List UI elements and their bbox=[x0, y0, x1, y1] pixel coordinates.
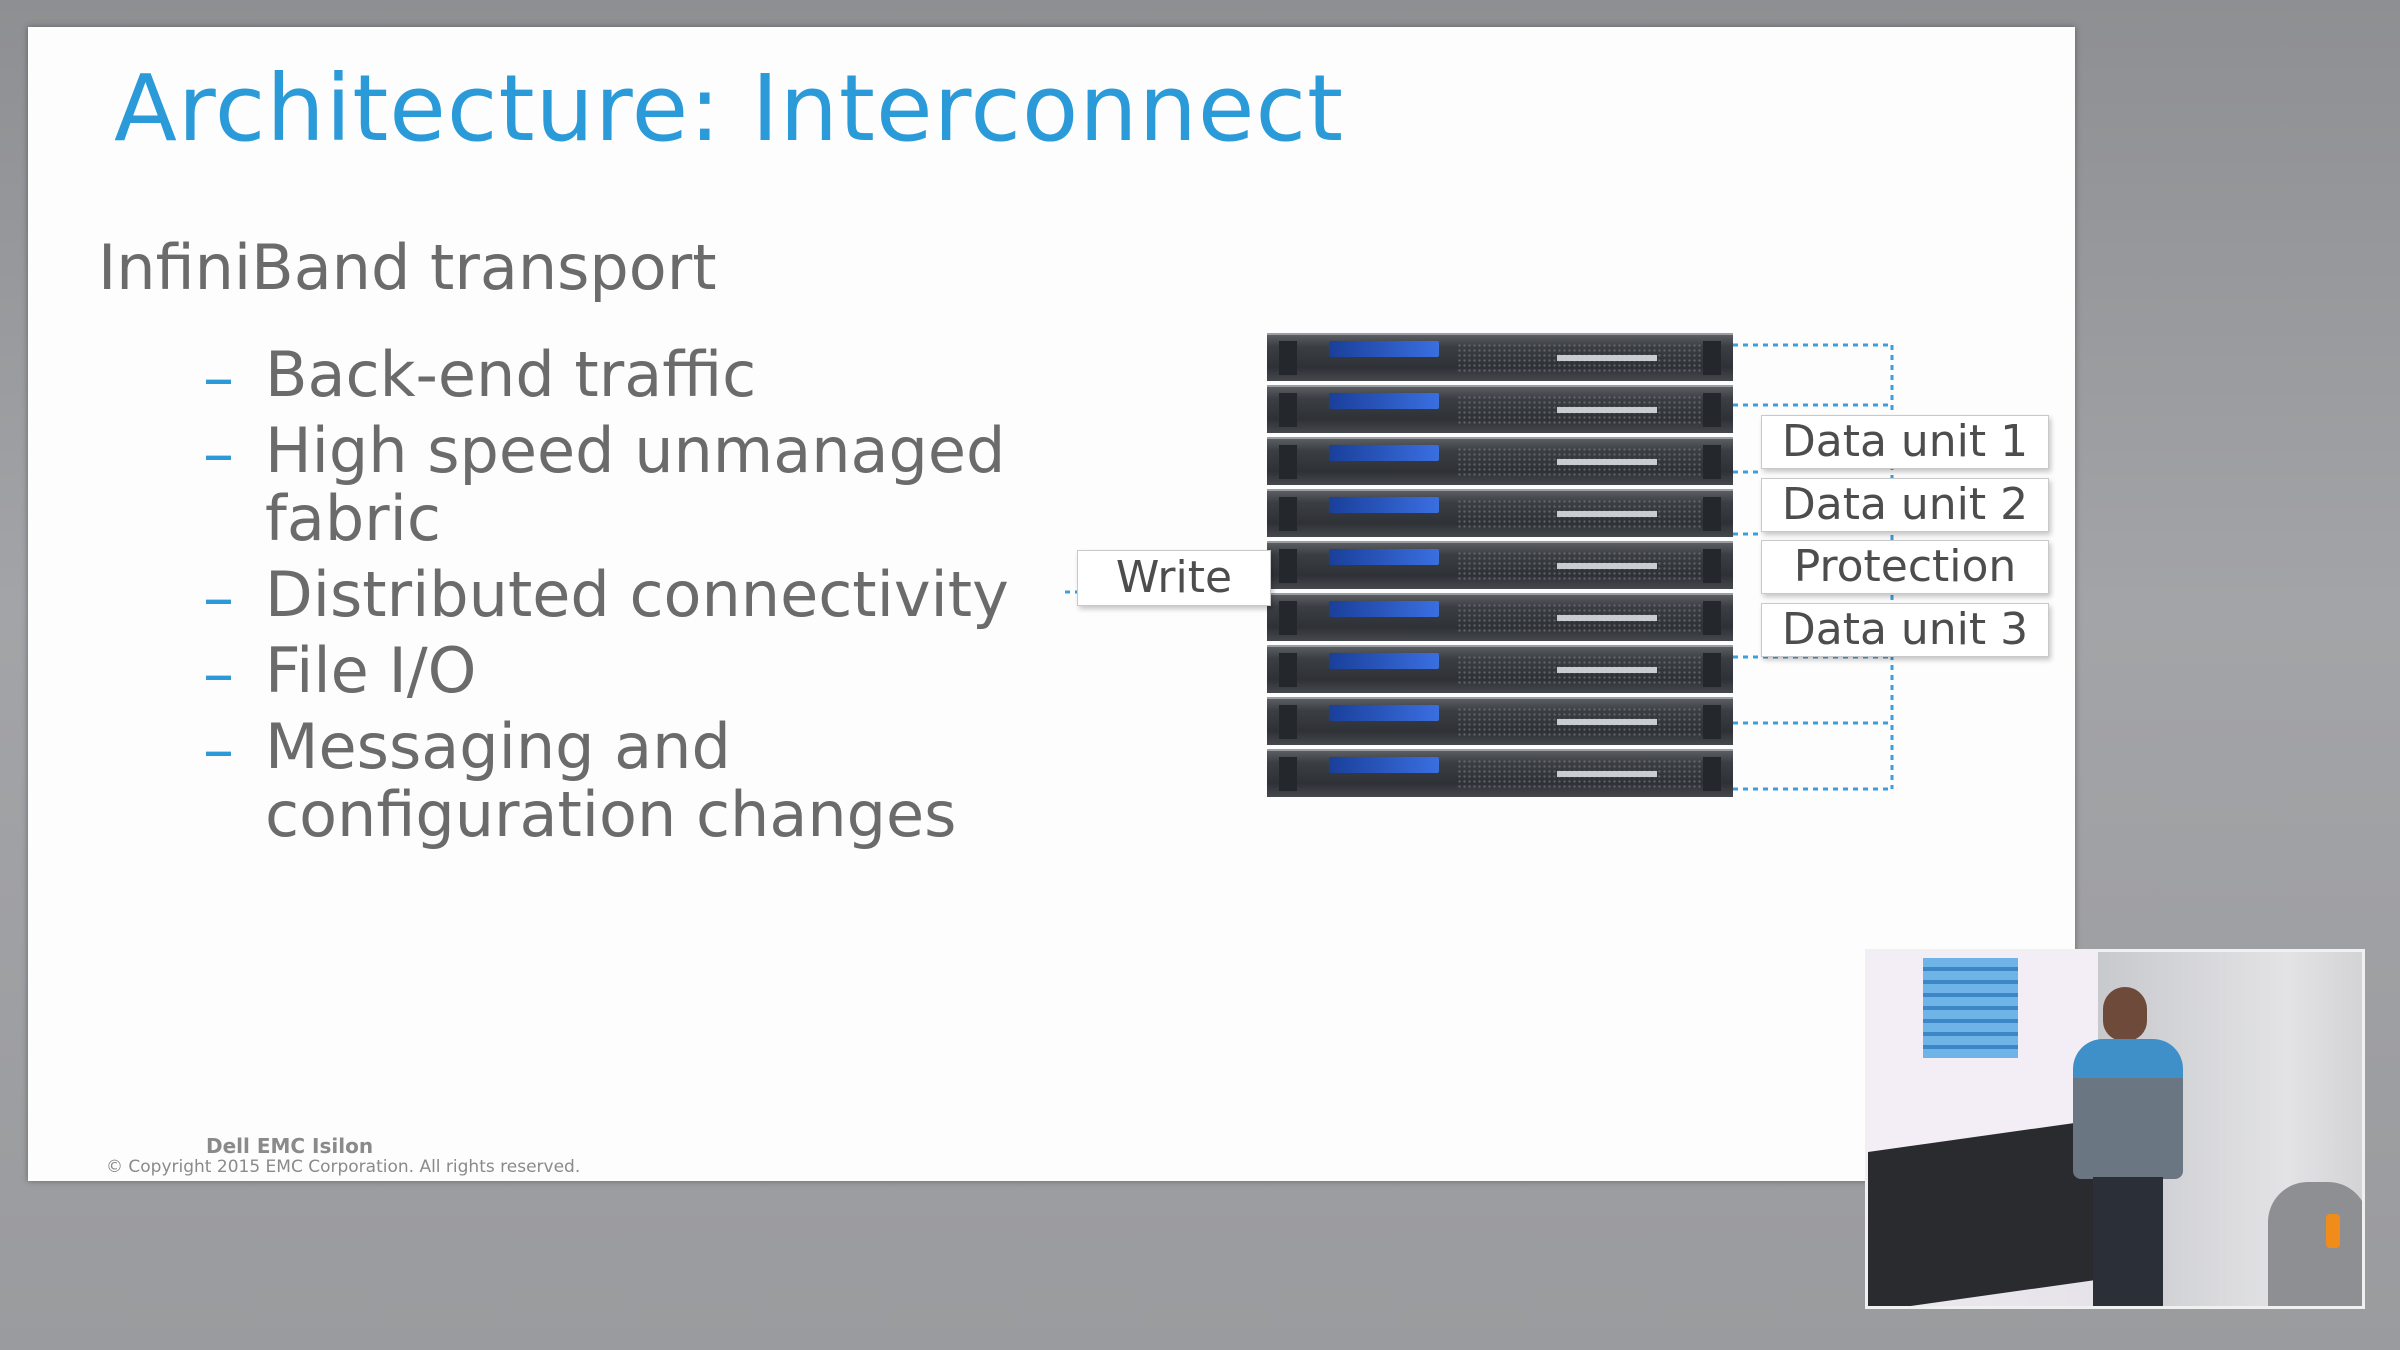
bullet-line: configuration changes bbox=[265, 778, 957, 851]
write-label-box: Write bbox=[1077, 550, 1271, 606]
bullet-line: Messaging and bbox=[265, 710, 731, 783]
presentation-slide: Architecture: Interconnect InfiniBand tr… bbox=[28, 27, 2075, 1181]
protection-box: Protection bbox=[1761, 540, 2049, 594]
bullet-dash: – bbox=[203, 713, 234, 786]
data-unit-3-box: Data unit 3 bbox=[1761, 603, 2049, 657]
server-node-icon bbox=[1267, 385, 1733, 433]
bullet-dash: – bbox=[203, 417, 234, 490]
server-node-icon bbox=[1267, 749, 1733, 797]
server-node-icon bbox=[1267, 489, 1733, 537]
server-node-icon bbox=[1267, 437, 1733, 485]
bullet-text: Distributed connectivity bbox=[265, 561, 1065, 629]
bullet-line: fabric bbox=[265, 482, 441, 555]
bullet-dash: – bbox=[203, 341, 234, 414]
data-unit-1-box: Data unit 1 bbox=[1761, 415, 2049, 469]
bullet-text: File I/O bbox=[265, 637, 1065, 705]
bottle bbox=[2326, 1214, 2340, 1248]
speaker-video-inset bbox=[1865, 949, 2365, 1309]
bullet-text: Messaging and configuration changes bbox=[265, 713, 1065, 849]
server-rack bbox=[1267, 333, 1733, 801]
server-node-icon bbox=[1267, 697, 1733, 745]
chair bbox=[2268, 1182, 2362, 1306]
server-node-icon bbox=[1267, 541, 1733, 589]
slide-heading: InfiniBand transport bbox=[98, 231, 717, 304]
data-unit-2-box: Data unit 2 bbox=[1761, 478, 2049, 532]
server-node-icon bbox=[1267, 593, 1733, 641]
bullet-dash: – bbox=[203, 561, 234, 634]
bullet-line: High speed unmanaged bbox=[265, 414, 1006, 487]
bullet-text: Back-end traffic bbox=[265, 341, 1065, 409]
speaker-person bbox=[2073, 987, 2183, 1306]
bullet-line: Back-end traffic bbox=[265, 338, 757, 411]
bullet-line: Distributed connectivity bbox=[265, 558, 1009, 631]
bullet-text: High speed unmanaged fabric bbox=[265, 417, 1065, 553]
projected-slide bbox=[1868, 952, 2098, 1162]
footer-brand: Dell EMC Isilon bbox=[206, 1134, 374, 1158]
slide-title: Architecture: Interconnect bbox=[114, 55, 1345, 162]
bullet-dash: – bbox=[203, 637, 234, 710]
server-node-icon bbox=[1267, 645, 1733, 693]
bullet-line: File I/O bbox=[265, 634, 477, 707]
footer-copyright: © Copyright 2015 EMC Corporation. All ri… bbox=[106, 1157, 581, 1177]
server-node-icon bbox=[1267, 333, 1733, 381]
